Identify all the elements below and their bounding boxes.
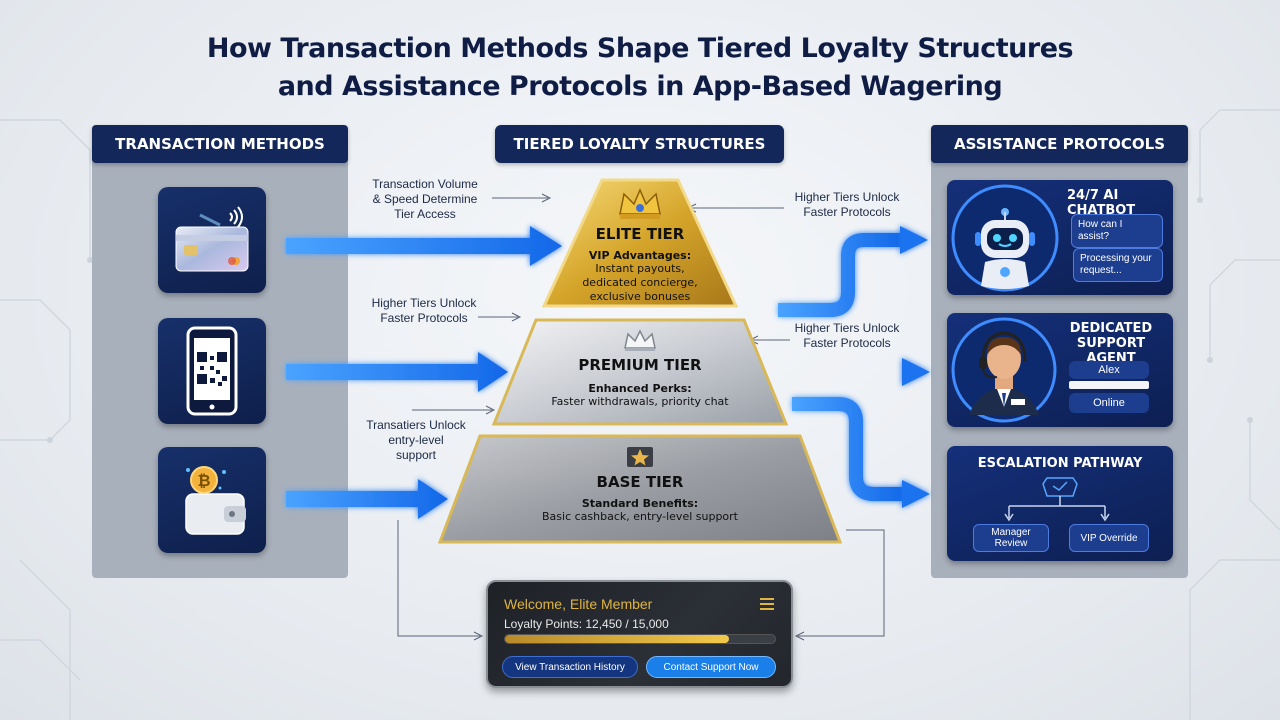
base-tier-name: BASE TIER [596, 473, 684, 491]
page-title: How Transaction Methods Shape Tiered Loy… [0, 30, 1280, 106]
base-tier-shape[interactable] [436, 432, 844, 546]
support-agent-title-line-1: DEDICATED [1069, 321, 1153, 336]
annotation-volume-speed-line-1: Transaction Volume [372, 177, 478, 191]
title-line-1: How Transaction Methods Shape Tiered Loy… [206, 33, 1074, 64]
elite-tier-shape[interactable] [540, 178, 740, 310]
agent-name-badge: Alex [1069, 361, 1149, 379]
support-agent-avatar-icon [951, 317, 1057, 423]
base-tier-desc: Basic cashback, entry-level support [542, 510, 738, 523]
arrow-premium-to-escalation [792, 397, 904, 501]
annotation-higher-tiers-left-line-1: Higher Tiers Unlock [371, 296, 477, 310]
bronze-star-icon [627, 447, 653, 467]
annotation-higher-tiers-right-mid-line-2: Faster Protocols [803, 336, 891, 350]
annotation-higher-tiers-left-line-2: Faster Protocols [380, 311, 468, 325]
assistance-protocols-header: ASSISTANCE PROTOCOLS [931, 125, 1188, 163]
chatbot-bubble-processing-line-2: request... [1080, 265, 1122, 276]
mobile-payment-method[interactable] [158, 318, 266, 424]
base-tier-subtitle: Standard Benefits: [581, 497, 699, 510]
elite-tier-subtitle: VIP Advantages: [588, 249, 692, 262]
premium-tier-shape[interactable] [490, 316, 790, 428]
arrow-card-to-elite [286, 226, 562, 266]
annotation-transatiers-line-2: entry-level [388, 433, 444, 447]
annotation-volume-speed: Transaction Volume & Speed Determine Tie… [355, 177, 495, 222]
robot-icon [951, 184, 1059, 292]
annotation-higher-tiers-left: Higher Tiers Unlock Faster Protocols [360, 296, 488, 326]
vip-override-button[interactable]: VIP Override [1069, 524, 1149, 552]
dashboard-welcome: Welcome, Elite Member [504, 596, 653, 612]
premium-tier-subtitle: Enhanced Perks: [588, 382, 692, 395]
elite-tier-desc-2: dedicated concierge, [582, 276, 698, 289]
view-transaction-history-button[interactable]: View Transaction History [502, 656, 638, 678]
hamburger-menu-icon[interactable] [760, 598, 774, 610]
premium-tier-desc: Faster withdrawals, priority chat [551, 395, 729, 408]
elite-tier-desc-3: exclusive bonuses [589, 290, 691, 303]
card-payment-method[interactable] [158, 187, 266, 293]
manager-review-line-1: Manager [991, 527, 1031, 538]
annotation-transatiers-line-1: Transatiers Unlock [366, 418, 466, 432]
elite-tier-label: ELITE TIER VIP Advantages: Instant payou… [560, 225, 720, 304]
annotation-higher-tiers-right-mid: Higher Tiers Unlock Faster Protocols [782, 321, 912, 351]
agent-name-underline [1069, 381, 1149, 389]
annotation-transatiers: Transatiers Unlock entry-level support [352, 418, 480, 463]
tiered-loyalty-header: TIERED LOYALTY STRUCTURES [495, 125, 784, 163]
loyalty-progress-fill [505, 635, 730, 643]
annotation-higher-tiers-right-top: Higher Tiers Unlock Faster Protocols [782, 190, 912, 220]
premium-tier-name: PREMIUM TIER [578, 356, 702, 374]
escalation-title: ESCALATION PATHWAY [977, 456, 1143, 471]
arrow-elite-to-chatbot [778, 233, 902, 317]
support-agent-card[interactable]: DEDICATED SUPPORT AGENT Alex Online [947, 313, 1173, 427]
escalation-flow-icon [1004, 477, 1110, 522]
chatbot-bubble-greeting: How can I assist? [1071, 214, 1163, 248]
annotation-higher-tiers-right-mid-line-1: Higher Tiers Unlock [794, 321, 900, 335]
annotation-transatiers-line-3: support [395, 448, 437, 462]
escalation-pathway-card[interactable]: ESCALATION PATHWAY Manager Review VIP Ov… [947, 446, 1173, 561]
loyalty-progress-bar [504, 634, 776, 644]
smartphone-qr-icon [186, 326, 238, 416]
agent-status-badge: Online [1069, 393, 1149, 413]
premium-tier-label: PREMIUM TIER Enhanced Perks: Faster with… [520, 356, 760, 409]
chatbot-bubble-processing: Processing your request... [1073, 248, 1163, 282]
transaction-methods-header: TRANSACTION METHODS [92, 125, 348, 163]
crown-icon [619, 188, 661, 219]
base-tier-label: BASE TIER Standard Benefits: Basic cashb… [490, 473, 790, 524]
manager-review-line-2: Review [994, 538, 1028, 549]
contact-support-button[interactable]: Contact Support Now [646, 656, 776, 678]
annotation-volume-speed-line-3: Tier Access [394, 207, 456, 221]
annotation-volume-speed-line-2: & Speed Determine [372, 192, 478, 206]
crypto-wallet-icon: ₿ [185, 466, 246, 535]
silver-crown-icon [624, 329, 656, 351]
chatbot-bubble-processing-line-1: Processing your [1080, 253, 1152, 264]
loyalty-points-text: Loyalty Points: 12,450 / 15,000 [504, 617, 669, 631]
ai-chatbot-card[interactable]: 24/7 AI CHATBOT How can I assist? Proces… [947, 180, 1173, 295]
arrow-mobile-to-premium [286, 352, 508, 392]
support-agent-title: DEDICATED SUPPORT AGENT [1055, 321, 1167, 366]
elite-tier-name: ELITE TIER [595, 225, 685, 243]
title-line-2: and Assistance Protocols in App-Based Wa… [277, 71, 1003, 102]
svg-text:₿: ₿ [197, 471, 210, 490]
elite-tier-desc-1: Instant payouts, [595, 262, 685, 275]
arrow-wallet-to-base [286, 479, 448, 519]
manager-review-button[interactable]: Manager Review [973, 524, 1049, 552]
credit-card-icon [175, 206, 249, 272]
crypto-wallet-method[interactable]: ₿ [158, 447, 266, 553]
annotation-higher-tiers-right-top-line-2: Faster Protocols [803, 205, 891, 219]
member-dashboard: Welcome, Elite Member Loyalty Points: 12… [486, 580, 793, 688]
annotation-higher-tiers-right-top-line-1: Higher Tiers Unlock [794, 190, 900, 204]
